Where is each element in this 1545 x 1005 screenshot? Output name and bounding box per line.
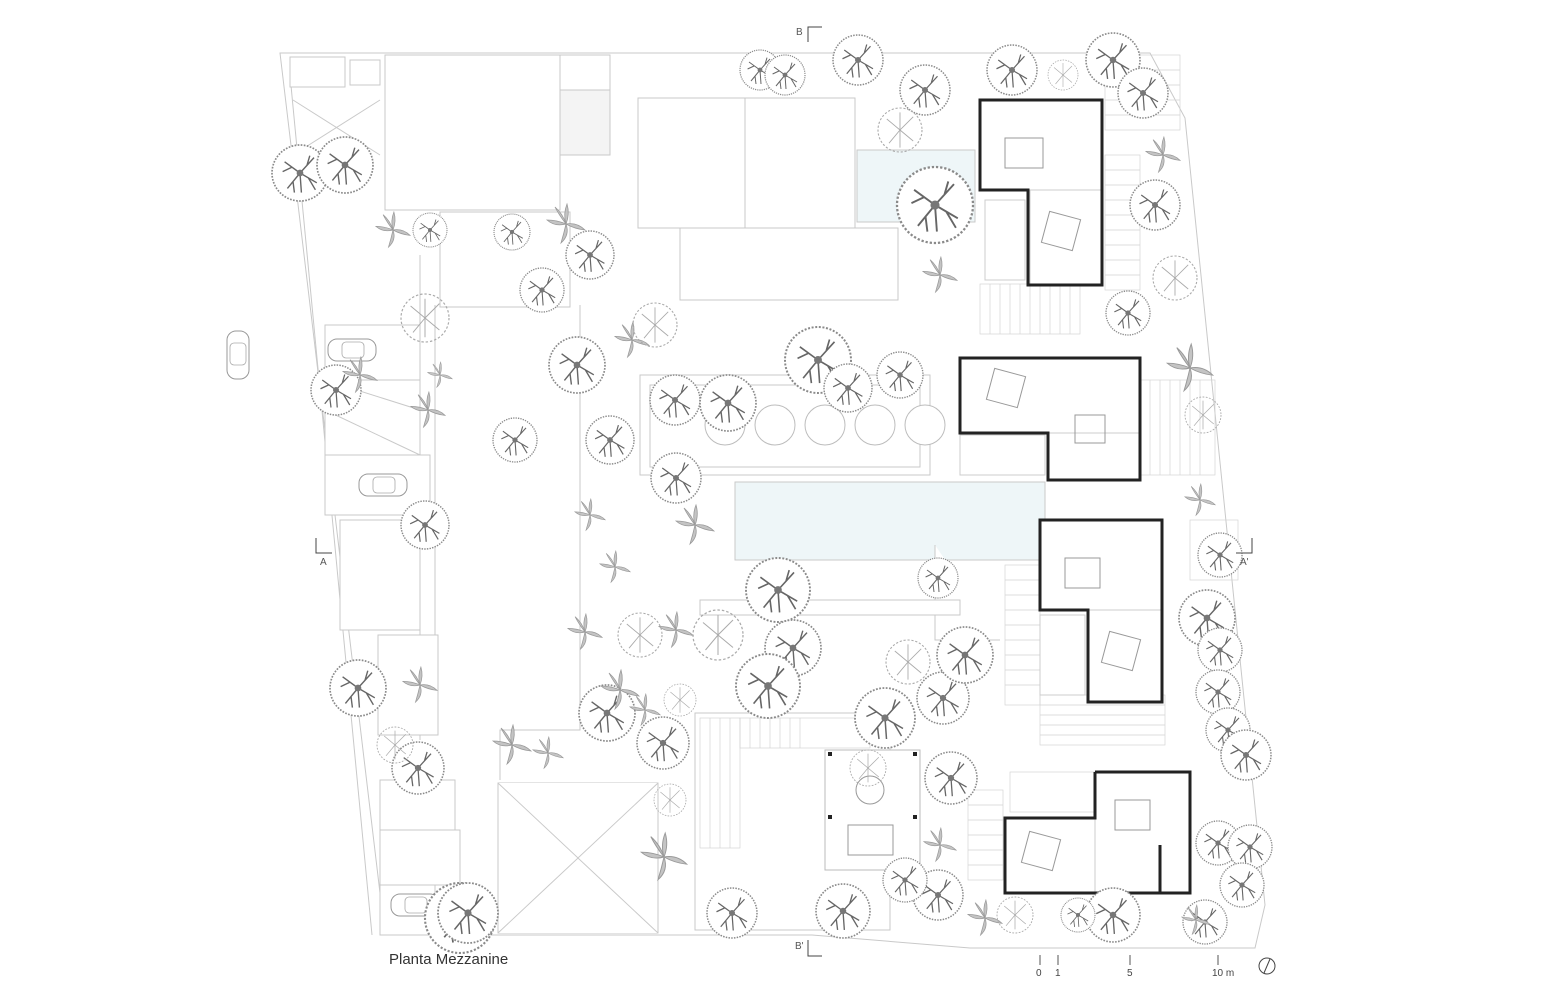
palm-icon-1 xyxy=(375,211,411,248)
tree-icon-39 xyxy=(900,65,950,115)
shrub-icon-10 xyxy=(885,639,931,685)
tree-icon-18 xyxy=(700,375,756,431)
tree-icon-47 xyxy=(1198,628,1242,672)
palm-icon-15 xyxy=(492,724,532,765)
tree-icon-53 xyxy=(1220,863,1264,907)
shrub-icon-14 xyxy=(996,896,1034,934)
tree-icon-28 xyxy=(937,627,993,683)
villa-1 xyxy=(978,98,1104,287)
shrub-icon-9 xyxy=(663,683,697,717)
shrub-icon-3 xyxy=(877,107,923,153)
villa-4 xyxy=(1003,770,1192,895)
section-label-b: B xyxy=(796,27,803,38)
tree-icon-42 xyxy=(1118,68,1168,118)
tree-icon-50 xyxy=(1221,730,1271,780)
shrub-icon-4 xyxy=(1152,255,1198,301)
palm-icon-18 xyxy=(922,256,958,293)
tree-icon-9 xyxy=(493,418,537,462)
scale-label-0: 0 xyxy=(1036,968,1042,979)
scale-label-1: 1 xyxy=(1055,968,1061,979)
tree-icon-31 xyxy=(883,858,927,902)
shrub-icon-5 xyxy=(1047,59,1079,91)
tree-icon-33 xyxy=(707,888,757,938)
tree-icon-17 xyxy=(650,375,700,425)
section-marker-a-right xyxy=(1236,538,1253,554)
tree-icon-12 xyxy=(330,660,386,716)
tree-icon-5 xyxy=(566,231,614,279)
villa-3 xyxy=(1038,518,1164,704)
pools xyxy=(734,149,1046,561)
section-marker-b-top xyxy=(807,26,822,42)
shrub-icon-1 xyxy=(400,293,450,343)
pavilion xyxy=(824,749,921,871)
tree-icon-7 xyxy=(549,337,605,393)
palm-icon-9 xyxy=(675,504,715,545)
shrub-icon-8 xyxy=(692,609,744,661)
tree-icon-40 xyxy=(987,45,1037,95)
palm-icon-19 xyxy=(1145,136,1181,173)
scale-label-5: 5 xyxy=(1127,968,1133,979)
tree-icon-57 xyxy=(897,167,973,243)
shrub-icon-2 xyxy=(632,302,678,348)
tree-icon-15 xyxy=(637,717,689,769)
scale-label-10m: 10 m xyxy=(1212,968,1235,979)
palm-icon-3 xyxy=(614,321,650,358)
palm-icon-21 xyxy=(923,827,957,862)
tree-icon-6 xyxy=(520,268,564,312)
tree-icon-35 xyxy=(438,883,498,943)
palm-icon-24 xyxy=(1184,483,1216,516)
tree-icon-44 xyxy=(1106,291,1150,335)
tree-icon-4 xyxy=(494,214,530,250)
shrub-icon-12 xyxy=(653,783,687,817)
tree-icon-8 xyxy=(586,416,634,464)
scale-bar xyxy=(1039,955,1219,965)
tree-icon-23 xyxy=(746,558,810,622)
section-marker-a-left xyxy=(315,538,332,554)
tree-icon-48 xyxy=(1196,670,1240,714)
shrub-icon-7 xyxy=(617,612,663,658)
section-label-b-prime: B' xyxy=(795,941,804,952)
tree-icon-2 xyxy=(317,137,373,193)
tree-icon-3 xyxy=(413,213,447,247)
tree-icon-20 xyxy=(824,364,872,412)
north-arrow-icon xyxy=(1258,957,1276,975)
tree-icon-16 xyxy=(651,453,701,503)
tree-icon-52 xyxy=(1228,825,1272,869)
tree-icon-10 xyxy=(401,501,449,549)
section-label-a-prime: A' xyxy=(1240,557,1249,568)
tree-icon-37 xyxy=(765,55,805,95)
tree-icon-25 xyxy=(736,654,800,718)
palm-icon-16 xyxy=(532,736,564,769)
tree-icon-29 xyxy=(925,752,977,804)
villa-2 xyxy=(958,356,1142,482)
tree-icon-43 xyxy=(1130,180,1180,230)
tree-icon-45 xyxy=(1198,533,1242,577)
tree-icon-26 xyxy=(855,688,915,748)
tree-icon-32 xyxy=(816,884,870,938)
tree-icon-13 xyxy=(392,742,444,794)
palm-icon-20 xyxy=(1166,343,1214,392)
drawing-title: Planta Mezzanine xyxy=(389,951,509,968)
palm-icon-14 xyxy=(658,611,694,648)
tree-icon-22 xyxy=(918,558,958,598)
tree-icon-56 xyxy=(1061,898,1095,932)
tree-icon-38 xyxy=(833,35,883,85)
section-label-a: A xyxy=(320,557,327,568)
section-marker-b-bottom xyxy=(807,940,822,957)
palm-icon-8 xyxy=(599,550,631,583)
palm-icon-5 xyxy=(427,361,453,388)
tree-icon-21 xyxy=(877,352,923,398)
